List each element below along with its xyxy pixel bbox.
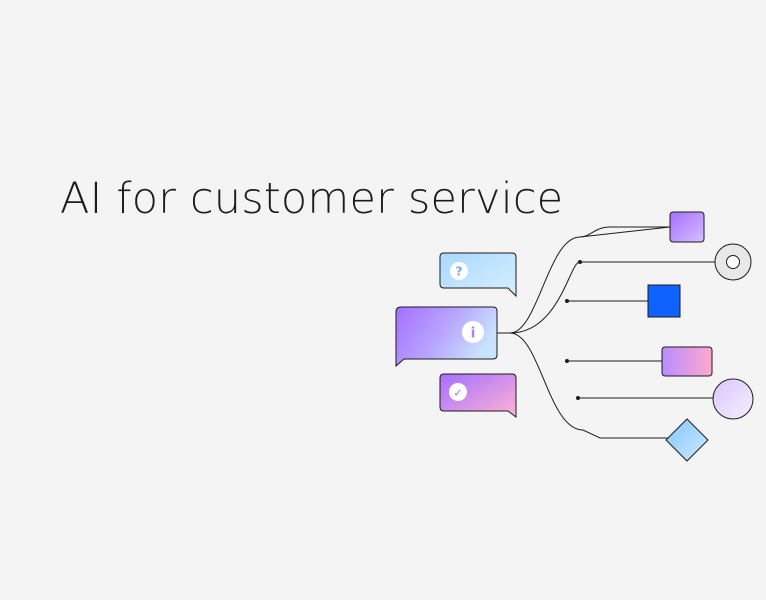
junction-dot bbox=[565, 299, 569, 303]
target-ring-node bbox=[714, 243, 752, 281]
info-chat-bubble: i bbox=[395, 306, 498, 368]
svg-text:?: ? bbox=[456, 265, 463, 279]
question-chat-bubble: ? bbox=[439, 252, 517, 298]
blue-diamond-node bbox=[665, 418, 709, 462]
branch-line bbox=[509, 261, 716, 334]
branch-line bbox=[579, 226, 670, 238]
junction-dot bbox=[565, 359, 569, 363]
junction-dot bbox=[578, 260, 582, 264]
blue-square-node bbox=[647, 284, 681, 318]
purple-square-node bbox=[669, 211, 705, 243]
pink-rectangle-node bbox=[661, 346, 713, 377]
svg-text:i: i bbox=[471, 326, 476, 342]
junction-dot bbox=[576, 396, 580, 400]
question-icon: ? bbox=[450, 262, 468, 280]
branch-lines bbox=[497, 226, 716, 439]
svg-text:✓: ✓ bbox=[453, 387, 462, 400]
checkmark-icon: ✓ bbox=[449, 383, 467, 401]
info-icon: i bbox=[462, 321, 484, 343]
branch-line bbox=[497, 226, 671, 334]
branch-line bbox=[509, 332, 668, 439]
checkmark-chat-bubble: ✓ bbox=[439, 373, 517, 418]
junction-dots bbox=[565, 260, 582, 400]
lavender-circle-node bbox=[712, 378, 754, 420]
hero-title: AI for customer service bbox=[60, 174, 564, 224]
